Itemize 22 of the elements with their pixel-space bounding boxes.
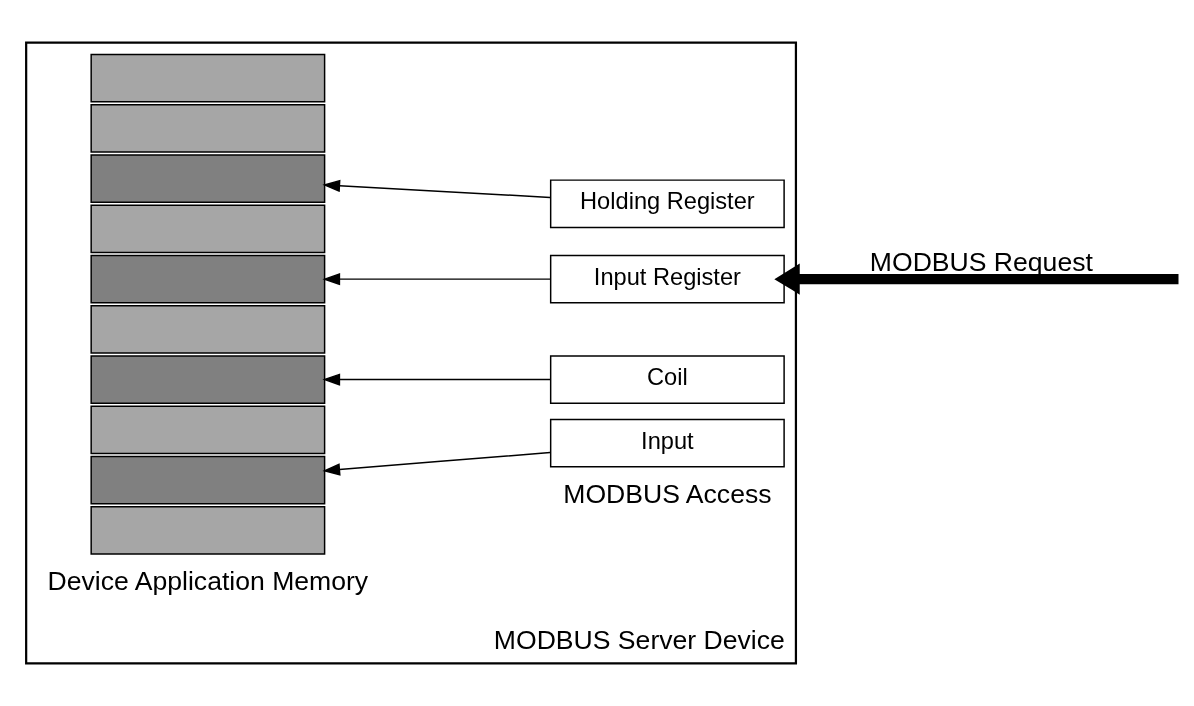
node-box	[90, 305, 326, 354]
arrow	[322, 179, 551, 199]
node-box: Input	[549, 418, 785, 468]
node-box	[90, 154, 326, 204]
node-box	[90, 104, 326, 153]
node-box	[90, 254, 326, 304]
node-box	[90, 53, 326, 103]
node-box	[90, 204, 326, 254]
node-box	[90, 505, 326, 555]
arrow	[322, 373, 551, 386]
node-box	[90, 355, 326, 404]
node-box	[90, 405, 326, 455]
edge-label: MODBUS Request	[869, 246, 1093, 277]
node-box: Coil	[549, 355, 785, 404]
arrow	[322, 451, 551, 476]
node-box: Input Register	[549, 254, 785, 304]
arrow	[774, 263, 1179, 295]
label: MODBUS Access	[563, 478, 772, 509]
arrow	[322, 272, 551, 286]
node-box	[90, 455, 326, 505]
label: Device Application Memory	[47, 565, 369, 596]
node-box: Holding Register	[549, 179, 785, 229]
